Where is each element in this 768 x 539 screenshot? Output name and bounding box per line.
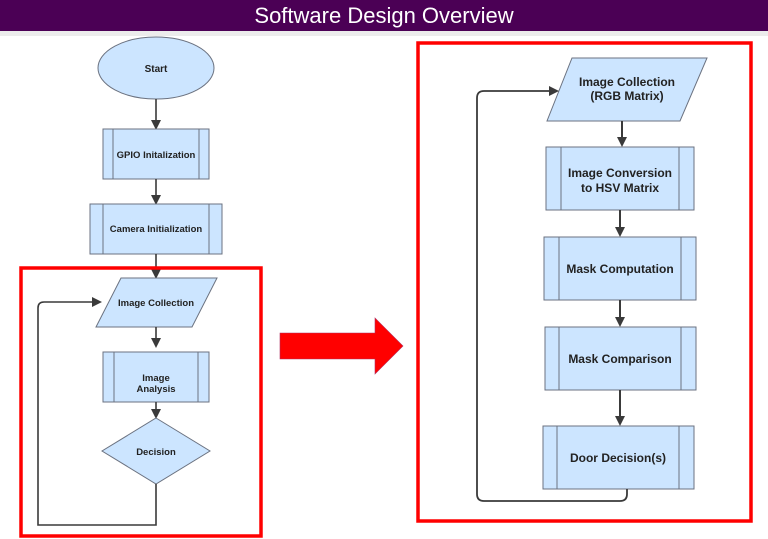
loop-connector <box>476 86 628 502</box>
highlight-box-right <box>416 41 753 523</box>
loop-connector <box>37 297 157 526</box>
node-start[interactable]: Start <box>97 36 215 100</box>
node-decision[interactable]: Decision <box>101 417 211 485</box>
node-rgb-line2: (RGB Matrix) <box>590 89 663 103</box>
node-image-collection-rgb[interactable]: Image Collection (RGB Matrix) <box>546 57 708 122</box>
node-mask-computation-label: Mask Computation <box>566 262 673 276</box>
node-image-analysis[interactable]: Image Analysis <box>102 351 210 403</box>
node-decision-label: Decision <box>136 447 176 458</box>
node-mask-comparison-label: Mask Comparison <box>568 352 671 366</box>
node-gpio-initialization[interactable]: GPIO Initalization <box>102 128 210 180</box>
node-mask-comparison[interactable]: Mask Comparison <box>544 326 697 391</box>
node-hsv-line1: Image Conversion <box>568 166 672 180</box>
node-camera-label: Camera Initialization <box>110 224 203 235</box>
node-image-analysis-line2: Analysis <box>136 384 175 395</box>
expand-arrow-icon <box>279 317 404 375</box>
node-image-collection-label: Image Collection <box>118 298 194 309</box>
node-camera-initialization[interactable]: Camera Initialization <box>89 203 223 255</box>
right-flowchart: Image Collection (RGB Matrix) Image Conv… <box>476 57 708 502</box>
node-start-label: Start <box>145 64 168 75</box>
title-divider <box>0 31 768 36</box>
node-door-decision[interactable]: Door Decision(s) <box>542 425 695 490</box>
node-image-collection[interactable]: Image Collection <box>95 277 218 328</box>
slide-title: Software Design Overview <box>0 0 768 31</box>
node-mask-computation[interactable]: Mask Computation <box>543 236 697 301</box>
node-hsv-conversion[interactable]: Image Conversion to HSV Matrix <box>545 146 695 211</box>
node-gpio-label: GPIO Initalization <box>117 150 196 161</box>
node-rgb-line1: Image Collection <box>579 75 675 89</box>
node-image-analysis-line1: Image <box>142 373 169 384</box>
node-hsv-line2: to HSV Matrix <box>581 181 659 195</box>
highlight-box-left <box>19 266 263 538</box>
node-door-decision-label: Door Decision(s) <box>570 451 666 465</box>
left-flowchart: Start GPIO Initalization Camera Initiali… <box>37 36 223 526</box>
